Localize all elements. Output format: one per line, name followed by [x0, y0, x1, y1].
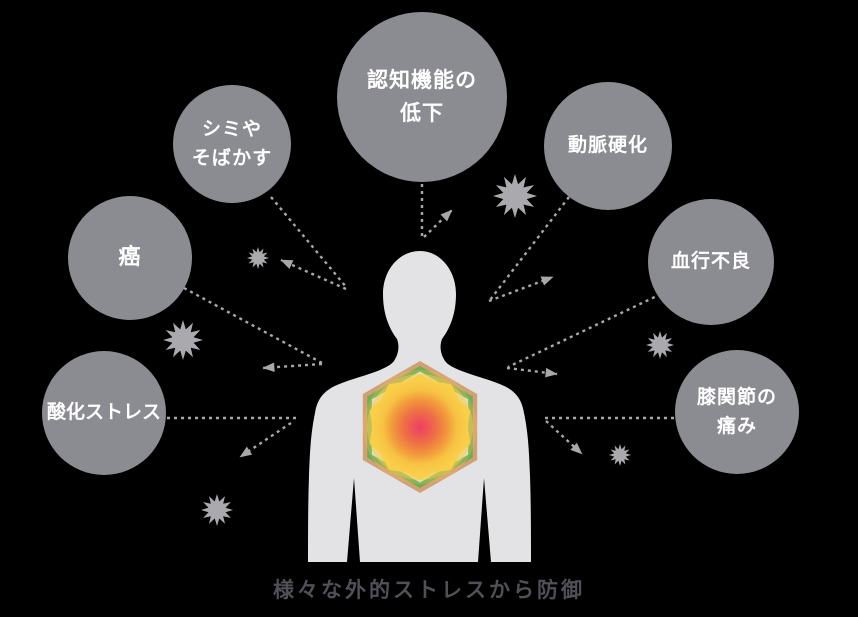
- arrow-arteriosclerosis: [488, 275, 554, 303]
- starburst-icon: [493, 174, 537, 218]
- deflected-arrows: [239, 209, 583, 458]
- sun-core: [372, 379, 468, 475]
- line-spots-freckles: [270, 196, 348, 289]
- stressor-circle-cancer: 癌: [68, 196, 192, 320]
- stressor-circle-spots-freckles: シミや そばかす: [173, 85, 291, 203]
- arrow-oxidative-stress: [239, 422, 292, 458]
- arrow-spots-freckles: [280, 258, 347, 291]
- starburst-icon: [163, 320, 203, 360]
- arrow-cognitive-decline: [423, 209, 453, 238]
- stressor-circle-cognitive-decline: 認知機能の 低下: [337, 12, 507, 182]
- starburst-icon: [609, 444, 631, 466]
- stressor-circle-knee-pain: 膝関節の 痛み: [675, 350, 799, 474]
- incoming-stress-lines: [167, 184, 674, 420]
- arrow-knee-pain: [545, 420, 583, 455]
- stressor-circle-arteriosclerosis: 動脈硬化: [544, 82, 672, 210]
- stressor-circle-oxidative-stress: 酸化ストレス: [42, 351, 166, 475]
- starburst-icon: [201, 494, 233, 526]
- stressor-circle-poor-circulation: 血行不良: [648, 199, 774, 325]
- hexagon-shield: [362, 361, 478, 493]
- arrow-poor-circulation: [506, 366, 558, 378]
- diagram-caption: 様々な外的ストレスから防御: [273, 578, 585, 602]
- arrow-cancer: [262, 362, 323, 373]
- starburst-particles: [163, 174, 674, 526]
- starburst-icon: [646, 331, 674, 359]
- line-poor-circulation: [507, 292, 662, 369]
- line-arteriosclerosis: [489, 196, 570, 301]
- starburst-icon: [247, 247, 269, 269]
- line-cancer: [183, 286, 323, 365]
